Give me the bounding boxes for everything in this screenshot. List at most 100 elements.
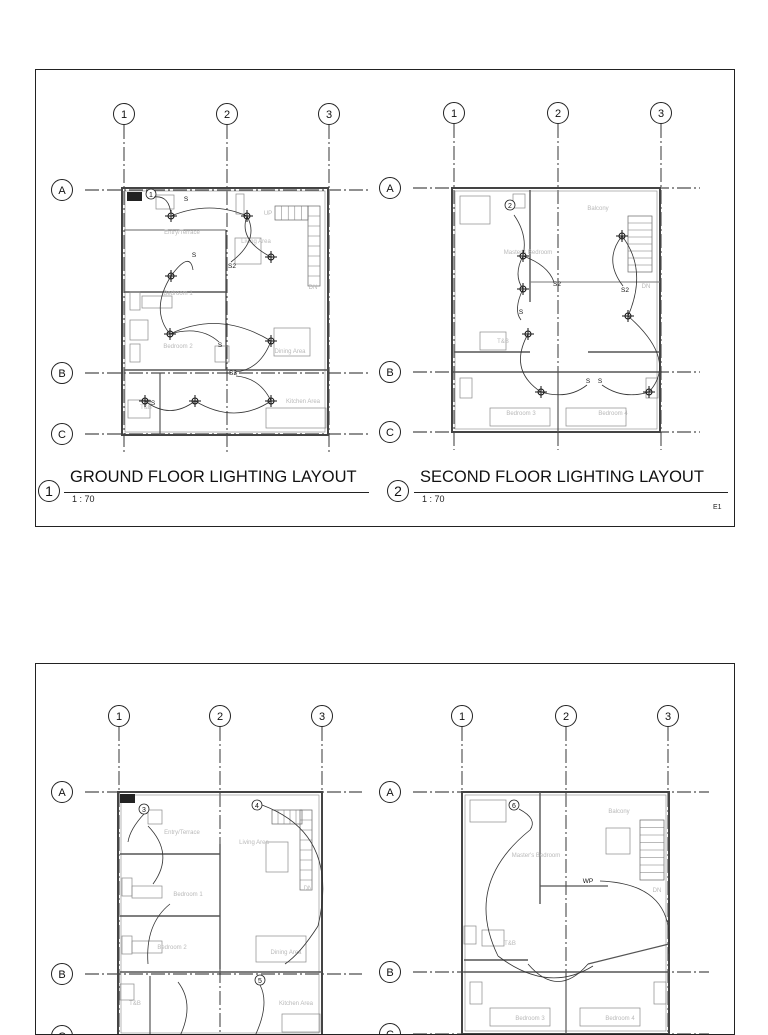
electrical-panel-icon	[120, 794, 135, 803]
wiring-arc	[261, 804, 324, 927]
second-plan-grid-row-A-bubble	[379, 177, 401, 199]
room-label: Bedroom 1	[163, 291, 193, 297]
sheet2-ground-plan-grid-col-1-label: 1	[116, 711, 122, 723]
second-plan-grid-col-3-bubble	[650, 102, 672, 124]
room-label: T&B	[129, 1001, 141, 1007]
plan-2-number: 2	[387, 480, 409, 502]
wiring-arc	[284, 925, 319, 965]
ground-plan-grid-row-A-bubble	[51, 179, 73, 201]
second-plan-grid-row-C-label: C	[386, 427, 394, 439]
furniture-outline	[565, 407, 627, 427]
switch-label: S	[586, 378, 591, 385]
second-plan-outer-wall	[451, 187, 661, 433]
room-label: T&B	[497, 339, 509, 345]
switch-label: S3	[229, 370, 237, 377]
furniture-outline	[141, 295, 173, 309]
wiring-arc	[527, 963, 589, 982]
wiring-arc	[601, 384, 650, 396]
wiring-arc	[127, 813, 145, 843]
room-label: Master's Bedroom	[512, 853, 561, 859]
room-label: Kitchen Area	[279, 1001, 314, 1007]
second-plan-grid-row-C-bubble	[379, 421, 401, 443]
sheet2-ground-plan-grid-col-2-label: 2	[217, 711, 223, 723]
room-label: Living Area	[239, 840, 269, 846]
fixture-tag: 5	[258, 978, 262, 985]
plan-1-number: 1	[38, 480, 60, 502]
furniture-outline	[214, 345, 230, 363]
furniture-outline	[129, 319, 149, 341]
plan-2-title-underline	[414, 492, 728, 493]
wiring-arc	[169, 323, 272, 342]
room-label: Bedroom 2	[157, 945, 187, 951]
sheet2-second-plan-grid-row-B-bubble	[379, 961, 401, 983]
furniture-outline	[281, 1013, 321, 1033]
wiring-arc	[627, 315, 660, 393]
wiring-arc	[517, 288, 524, 321]
switch-label: S2	[228, 263, 236, 270]
room-label: Balcony	[587, 206, 608, 212]
second-plan-inner-wall	[454, 190, 658, 430]
furniture-outline	[129, 343, 141, 363]
switch-label: S	[519, 309, 524, 316]
room-label: Bedroom 1	[173, 892, 203, 898]
plan-2-scale: 1 : 70	[422, 494, 445, 504]
ground-plan-grid-col-3-bubble	[318, 103, 340, 125]
wiring-arc	[147, 825, 164, 885]
wiring-arc	[513, 214, 525, 257]
sheet2-ground-plan-outer-wall	[117, 791, 323, 1034]
furniture-outline	[459, 377, 473, 399]
plan-1-title: GROUND FLOOR LIGHTING LAYOUT	[70, 468, 357, 486]
room-label: Bedroom 4	[605, 1016, 635, 1022]
switch-label: S	[218, 342, 223, 349]
switch-label: S	[151, 400, 156, 407]
sheet2-second-plan-grid-row-A-label: A	[386, 787, 394, 799]
stairs-up	[274, 205, 309, 221]
sheet2-second-plan-grid-col-3-label: 3	[665, 711, 671, 723]
wiring-arc	[255, 984, 265, 1034]
sheet2-second-plan-grid-col-2-label: 2	[563, 711, 569, 723]
furniture-outline	[119, 983, 135, 1001]
furniture-outline	[481, 929, 505, 947]
second-plan-grid-row-A-label: A	[386, 183, 394, 195]
furniture-outline	[489, 407, 551, 427]
fixture-tag-circle	[504, 199, 516, 211]
sheet2-second-plan-grid-row-C-label: C	[386, 1029, 394, 1034]
wiring-arc	[599, 880, 670, 955]
sheet2-second-plan-grid-col-3-bubble	[657, 705, 679, 727]
sheet2-second-plan-grid-row-B-label: B	[386, 967, 393, 979]
furniture-outline	[459, 195, 491, 225]
switch-label: WP	[583, 878, 593, 885]
furniture-outline	[605, 827, 631, 855]
switch-label: S	[598, 378, 603, 385]
room-label: Kitchen Area	[286, 399, 321, 405]
ground-plan-grid-row-C-bubble	[51, 423, 73, 445]
wiring-arc	[169, 330, 220, 343]
furniture-outline	[265, 841, 289, 873]
wiring-arc	[518, 808, 533, 831]
room-label: Entry/Terrace	[164, 230, 200, 236]
fixture-tag: 3	[142, 807, 146, 814]
room-label: Bedroom 4	[598, 411, 628, 417]
sheet2-second-plan-grid-col-1-label: 1	[459, 711, 465, 723]
second-plan-grid-row-B-label: B	[386, 367, 393, 379]
furniture-outline	[265, 407, 327, 429]
furniture-outline	[131, 885, 163, 899]
furniture-outline	[469, 799, 507, 823]
ground-plan-grid-col-1-bubble	[113, 103, 135, 125]
switch-label: S2	[621, 287, 629, 294]
fixture-tag: 2	[508, 203, 512, 210]
room-label: Master's Bedroom	[504, 250, 553, 256]
furniture-outline	[147, 809, 163, 825]
ground-plan-grid-row-B-bubble	[51, 362, 73, 384]
ground-plan-outer-wall	[121, 187, 329, 436]
wiring-arc	[144, 400, 196, 411]
furniture-outline	[129, 291, 141, 311]
furniture-outline	[235, 193, 245, 215]
second-plan-grid-row-B-bubble	[379, 361, 401, 383]
wiring-arc	[520, 333, 542, 393]
ground-plan-grid-row-C-label: C	[58, 429, 66, 441]
wiring-arc	[517, 255, 524, 290]
wiring-arc	[244, 215, 272, 258]
